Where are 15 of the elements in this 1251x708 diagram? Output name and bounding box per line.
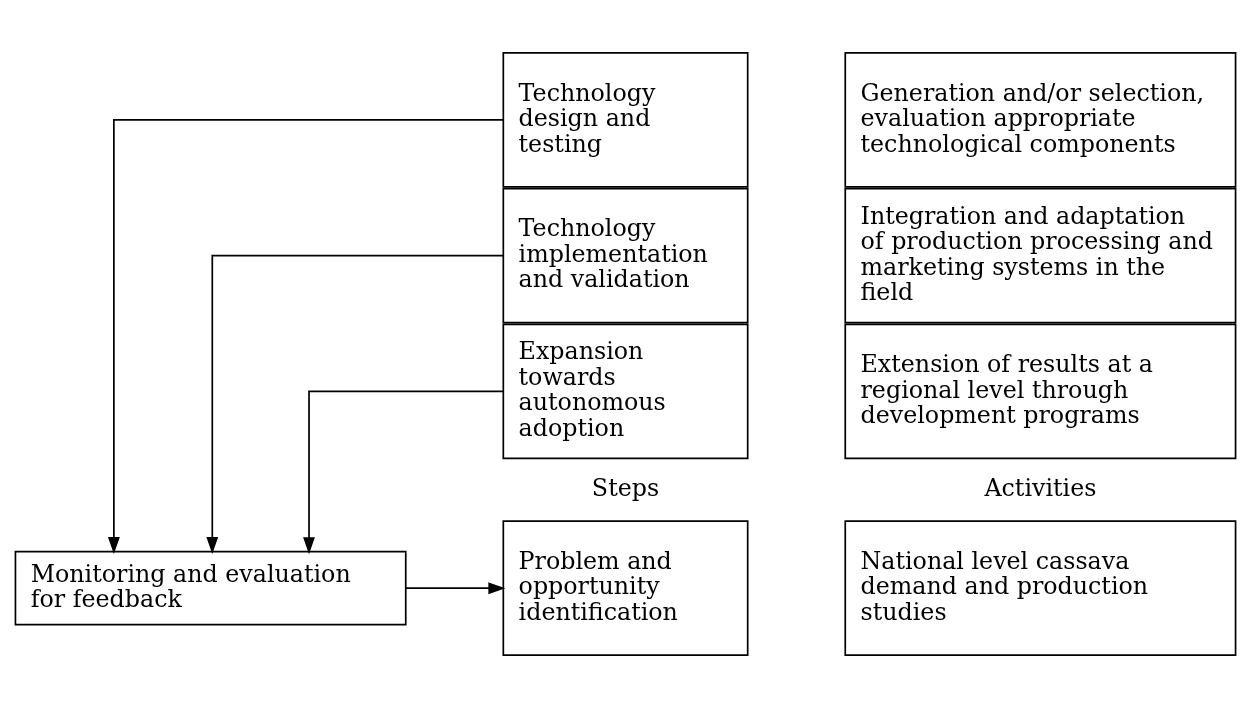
node-box: Technology design and testing bbox=[502, 51, 749, 188]
node-box: Extension of results at a regional level through development programs bbox=[844, 323, 1237, 460]
node-box: Problem and opportunity identification bbox=[502, 520, 749, 657]
arrow bbox=[107, 118, 504, 554]
arrow bbox=[405, 582, 506, 595]
node-box: Monitoring and evaluation for feedback bbox=[14, 550, 407, 626]
arrow bbox=[206, 254, 505, 554]
node-box: Expansion towards autonomous adoption bbox=[502, 323, 749, 460]
label: Steps bbox=[591, 474, 660, 503]
arrow bbox=[303, 390, 504, 555]
node-box: National level cassava demand and production studies bbox=[844, 520, 1237, 657]
label: Activities bbox=[984, 474, 1097, 503]
node-box: Generation and/or selection, evaluation appropriate technological components bbox=[844, 51, 1237, 188]
node-box: Technology implementation and validation bbox=[502, 187, 749, 324]
node-box: Integration and adaptation of production processing and marketing systems in the field bbox=[844, 187, 1237, 324]
